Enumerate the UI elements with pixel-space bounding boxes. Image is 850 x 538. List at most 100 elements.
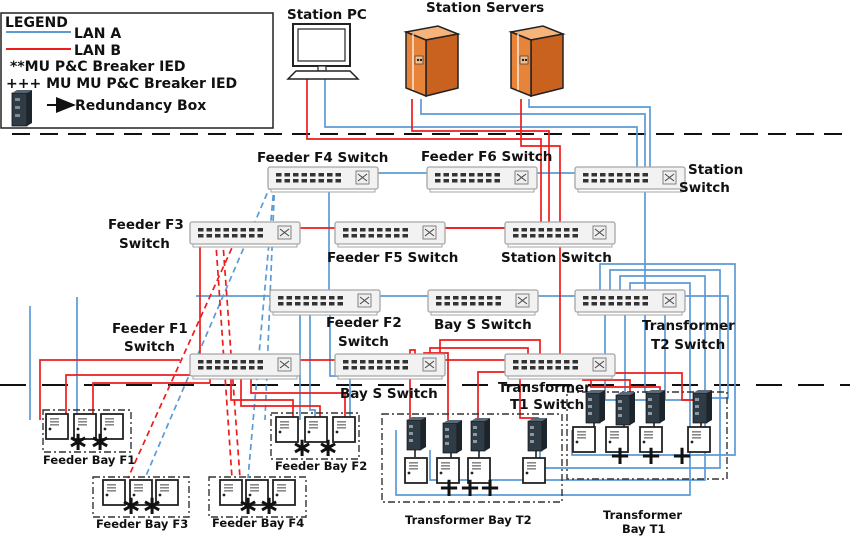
- switch-t1[interactable]: [504, 353, 616, 380]
- port-icon: [642, 179, 648, 183]
- station-servers[interactable]: Station Servers: [403, 0, 566, 98]
- bay-label-f2: Feeder Bay F2: [275, 459, 367, 473]
- port-icon: [625, 179, 631, 183]
- label-line: T2 Switch: [651, 337, 725, 353]
- bay-bt1[interactable]: +++: [566, 390, 728, 480]
- ied-device-icon: [467, 457, 491, 484]
- station-servers-label: Station Servers: [426, 0, 544, 16]
- lan-a-cable: [309, 296, 316, 420]
- port-icon: [240, 366, 246, 370]
- plus-mark: +: [609, 441, 631, 471]
- bay-bf1[interactable]: ∗∗: [42, 409, 132, 457]
- port-icon: [394, 366, 400, 370]
- bay-bf3[interactable]: ∗∗: [92, 476, 190, 521]
- switch-bsA[interactable]: [427, 289, 539, 316]
- port-icon: [198, 360, 204, 364]
- bay-boundary: [566, 391, 728, 480]
- port-icon: [444, 296, 450, 300]
- switch-crossover-icon: [664, 296, 675, 305]
- lan-b-cable-dashed: [127, 229, 241, 479]
- port-icon: [240, 228, 246, 232]
- ied-device-icon: [687, 426, 711, 453]
- port-icon: [276, 179, 282, 183]
- ied-device-icon: [605, 426, 629, 453]
- port-icon: [293, 173, 299, 177]
- lan-a-cable: [420, 99, 646, 173]
- switch-stB[interactable]: [504, 221, 616, 248]
- port-icon: [530, 234, 536, 238]
- port-icon: [337, 296, 343, 300]
- port-icon: [547, 234, 553, 238]
- switch-f6[interactable]: [426, 166, 538, 193]
- port-icon: [223, 228, 229, 232]
- port-icon: [303, 302, 309, 306]
- port-icon: [402, 228, 408, 232]
- switch-f2[interactable]: [269, 289, 381, 316]
- lan-a-cable: [324, 79, 638, 173]
- port-icon: [530, 366, 536, 370]
- redundancy-box-icon: [442, 420, 462, 460]
- port-icon: [206, 228, 212, 232]
- port-icon: [232, 360, 238, 364]
- port-icon: [555, 360, 561, 364]
- switch-f3[interactable]: [189, 221, 301, 248]
- port-icon: [320, 296, 326, 300]
- port-icon: [486, 173, 492, 177]
- switch-label-f5: Feeder F5 Switch: [327, 250, 458, 266]
- redundancy-box-icon: [470, 418, 490, 458]
- port-icon: [600, 296, 606, 300]
- port-icon: [521, 360, 527, 364]
- switch-label-f4: Feeder F4 Switch: [257, 150, 388, 166]
- legend-lan-b-label: LAN B: [74, 43, 121, 59]
- redundancy-box-icon: [406, 417, 426, 457]
- port-icon: [547, 360, 553, 364]
- label-line: Feeder F3: [108, 217, 184, 233]
- lan-b-cable: [306, 79, 542, 228]
- port-icon: [572, 234, 578, 238]
- port-icon: [530, 360, 536, 364]
- switch-f1[interactable]: [189, 353, 301, 380]
- port-icon: [513, 360, 519, 364]
- switch-body: [189, 221, 301, 245]
- port-icon: [343, 228, 349, 232]
- port-icon: [572, 360, 578, 364]
- bay-bf2[interactable]: ∗∗: [270, 412, 360, 463]
- port-icon: [617, 302, 623, 306]
- port-icon: [368, 234, 374, 238]
- switch-f5[interactable]: [334, 221, 446, 248]
- switch-bsB[interactable]: [334, 353, 446, 380]
- label-line: Switch: [679, 180, 730, 196]
- port-icon: [249, 234, 255, 238]
- redundancy-box-icon: [585, 390, 605, 430]
- plus-mark: +: [438, 473, 460, 503]
- port-icon: [513, 228, 519, 232]
- bay-bf4[interactable]: ∗∗: [208, 476, 307, 521]
- port-icon: [402, 234, 408, 238]
- port-icon: [286, 302, 292, 306]
- port-icon: [360, 366, 366, 370]
- port-icon: [329, 296, 335, 300]
- legend-plus-label: +++ MU MU P&C Breaker IED: [6, 76, 237, 92]
- port-icon: [600, 173, 606, 177]
- port-icon: [564, 366, 570, 370]
- switch-f4[interactable]: [267, 166, 379, 193]
- label-line: Transformer: [642, 318, 735, 334]
- bay-bt2[interactable]: +++: [381, 413, 563, 503]
- level-separators: [0, 133, 850, 386]
- switch-stA[interactable]: [574, 166, 686, 193]
- label-line: Switch: [124, 339, 175, 355]
- lan-a-cable: [571, 263, 736, 456]
- port-icon: [249, 366, 255, 370]
- port-icon: [351, 234, 357, 238]
- switch-t2[interactable]: [574, 289, 686, 316]
- port-icon: [215, 228, 221, 232]
- port-icon: [377, 360, 383, 364]
- port-icon: [617, 173, 623, 177]
- port-icon: [278, 296, 284, 300]
- plus-mark: +: [671, 441, 693, 471]
- port-icon: [435, 173, 441, 177]
- port-icon: [351, 228, 357, 232]
- lan-a-cable: [528, 99, 651, 173]
- station-pc[interactable]: Station PC: [286, 7, 367, 80]
